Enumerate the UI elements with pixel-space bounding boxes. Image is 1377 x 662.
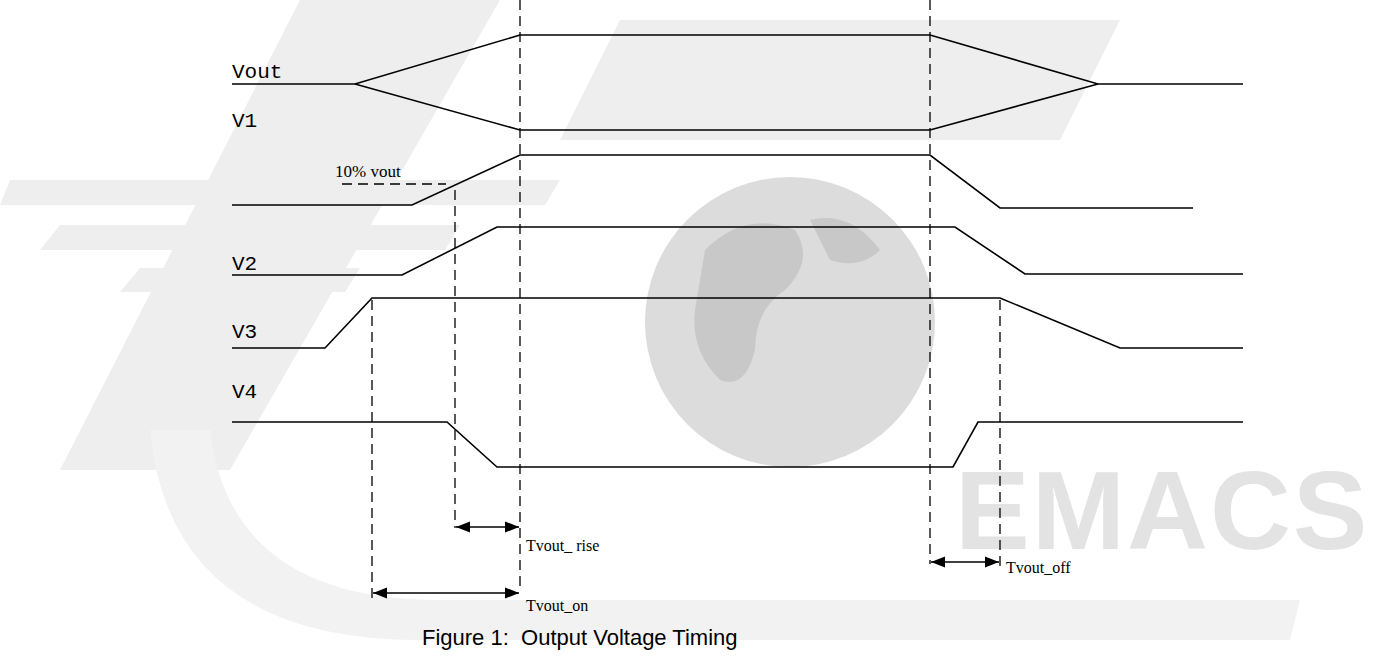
timing-label: Tvout_on: [526, 598, 588, 614]
watermark-text: EMACS: [955, 455, 1369, 567]
signal-name: Vout: [232, 62, 282, 83]
signal-name: V2: [232, 254, 257, 275]
timing-label: Tvout_off: [1006, 560, 1071, 576]
signal-name: V1: [232, 111, 257, 132]
threshold-label: 10% vout: [335, 163, 401, 180]
signal-name: V4: [232, 382, 257, 403]
figure-caption: Figure 1: Output Voltage Timing: [422, 627, 738, 649]
timing-label: Tvout_ rise: [526, 538, 599, 554]
signal-name: V3: [232, 322, 257, 343]
